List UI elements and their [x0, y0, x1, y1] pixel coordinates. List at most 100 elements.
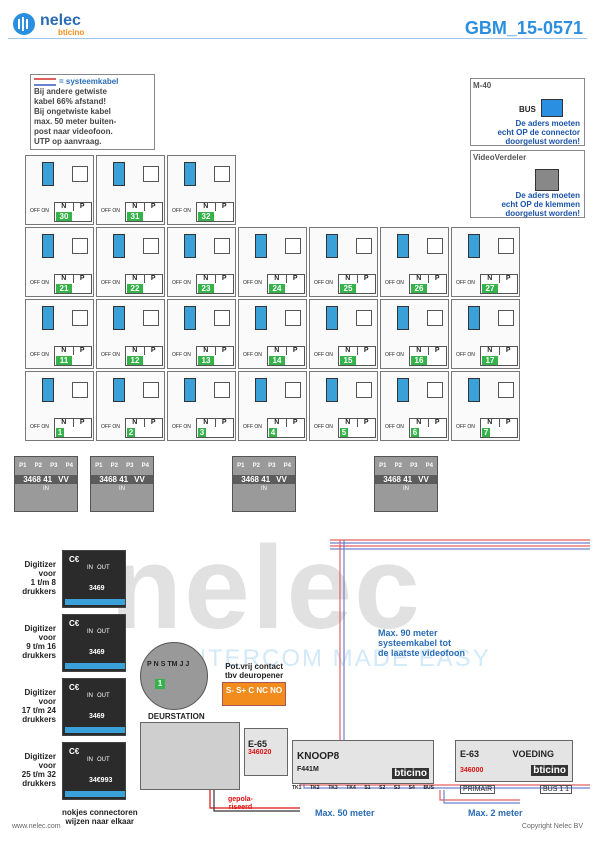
e65-module: E-65 346020 — [244, 728, 288, 776]
out-label: OUT — [97, 757, 110, 763]
terminal-block-icon — [42, 306, 54, 330]
note-line: Bij andere getwiste — [34, 87, 107, 96]
digitizer-label-line: Digitizer — [24, 624, 56, 633]
address-number: 1 — [56, 428, 64, 437]
terminal-strip — [65, 663, 125, 669]
knoop8-terminal-label: S4 — [408, 785, 415, 791]
address-number: 14 — [269, 356, 285, 365]
knoop8-brand: bticino — [392, 768, 429, 779]
address-number: 11 — [56, 356, 72, 365]
phone-port-icon — [143, 166, 159, 182]
model-code: 3468 41 — [23, 475, 53, 484]
off-on-label: OFF ON — [172, 208, 191, 214]
videoverdeler-warning: De aders moeten echt OP de klemmen doorg… — [501, 191, 580, 218]
warn-line: doorgelust worden! — [505, 209, 580, 218]
gepolariseerd-label: gepola- riseerd — [228, 796, 253, 812]
p-label: P — [72, 347, 92, 355]
port-label: P4 — [141, 463, 149, 469]
p-label: P — [214, 347, 234, 355]
voeding-primair: PRIMAIR — [460, 785, 496, 794]
terminal-block-icon — [113, 162, 125, 186]
digitizer-label-line: drukkers — [22, 779, 56, 788]
warn-line: echt OP de klemmen — [501, 200, 580, 209]
jumper-label: N — [153, 661, 159, 668]
p-label: P — [214, 203, 234, 211]
terminal-block-icon — [42, 234, 54, 258]
address-number: 27 — [482, 284, 498, 293]
p-label: P — [427, 347, 447, 355]
in-label: IN — [87, 693, 93, 699]
knoop8-terminal-label: TK3 — [328, 785, 338, 791]
terminal-strip — [65, 599, 125, 605]
address-number: 26 — [411, 284, 427, 293]
knoop8-terminal-label: TK2 — [310, 785, 320, 791]
jumper-label: J — [179, 661, 184, 668]
ce-mark: C€ — [69, 619, 80, 628]
note-line: Bij ongetwiste kabel — [34, 107, 111, 116]
digitizer-label-line: drukkers — [22, 651, 56, 660]
phone-port-icon — [72, 166, 88, 182]
terminal-block-icon — [184, 234, 196, 258]
jumper-label: S — [160, 661, 166, 668]
port-label: P2 — [394, 463, 402, 469]
max90-line: de laatste videofoon — [378, 648, 466, 658]
terminal-block-icon — [255, 306, 267, 330]
m40-connector-icon — [541, 99, 563, 117]
knoop8-terminal-label: BUS — [423, 785, 434, 791]
model-code: 3468 41 — [383, 475, 413, 484]
p-label: P — [72, 203, 92, 211]
max2-label: Max. 2 meter — [468, 808, 523, 818]
terminal-block-icon — [42, 378, 54, 402]
terminal-icon — [535, 169, 559, 191]
knoop8-name: KNOOP8 — [297, 751, 340, 762]
watermark-logo: nelec — [110, 522, 422, 654]
e65-name: E-65 — [248, 739, 268, 749]
in-label: IN — [87, 629, 93, 635]
p-label: P — [427, 419, 447, 427]
terminal-block-icon — [184, 306, 196, 330]
jumper-label: J — [185, 661, 190, 668]
model-code: 3468 41 — [99, 475, 129, 484]
digitizer-label-line: drukkers — [22, 587, 56, 596]
header-divider — [8, 38, 587, 39]
document-id: GBM_15-0571 — [464, 18, 583, 38]
legend-text: = systeemkabel — [59, 77, 119, 86]
address-number: 13 — [198, 356, 214, 365]
n-label: N — [203, 347, 209, 354]
in-label: IN — [261, 486, 267, 492]
out-label: OUT — [97, 629, 110, 635]
knoop8-terminal-label: TK4 — [346, 785, 356, 791]
n-label: N — [132, 203, 138, 210]
p-label: P — [214, 419, 234, 427]
p-label: P — [72, 275, 92, 283]
address-number: 7 — [482, 428, 490, 437]
off-on-label: OFF ON — [243, 280, 262, 286]
digitizer-label-line: drukkers — [22, 715, 56, 724]
phone-port-icon — [427, 238, 443, 254]
in-label: IN — [119, 486, 125, 492]
terminal-block-icon — [113, 234, 125, 258]
address-number: 21 — [56, 284, 72, 293]
port-label: P2 — [34, 463, 42, 469]
potvrij-terminals: S- S+ C NC NO — [222, 682, 286, 706]
p-label: P — [356, 347, 376, 355]
off-on-label: OFF ON — [101, 352, 120, 358]
n-label: N — [61, 275, 67, 282]
phone-port-icon — [285, 310, 301, 326]
logo-icon — [13, 13, 35, 35]
out-label: OUT — [97, 693, 110, 699]
n-label: N — [487, 275, 493, 282]
terminal-block-icon — [397, 378, 409, 402]
n-label: N — [61, 347, 67, 354]
